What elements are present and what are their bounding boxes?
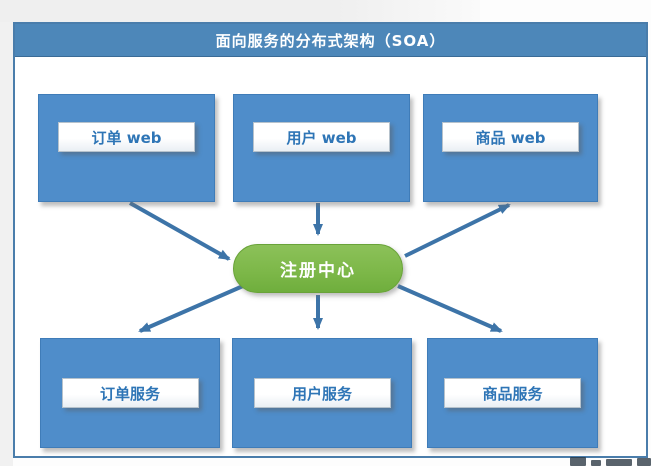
node-order-web-label: 订单 web (58, 122, 195, 152)
diagram-title: 面向服务的分布式架构（SOA） (215, 31, 446, 50)
node-product-web-text: 商品 web (475, 128, 546, 147)
soa-diagram-frame: 面向服务的分布式架构（SOA） 订单 web 用户 web (13, 22, 648, 458)
arrow-registry-to-product-web (404, 203, 511, 258)
arrow-registry-to-order-service (138, 284, 244, 333)
arrow-order-web-to-registry (129, 201, 231, 261)
node-user-service-text: 用户服务 (291, 384, 352, 403)
node-product-service-text: 商品服务 (482, 384, 543, 403)
page-margin-top (0, 0, 480, 22)
node-product-service-label: 商品服务 (444, 378, 581, 408)
node-product-web: 商品 web (423, 94, 598, 202)
page-margin-left (0, 0, 13, 466)
node-order-web-text: 订单 web (91, 128, 162, 147)
node-user-web-label: 用户 web (253, 122, 390, 152)
node-product-web-label: 商品 web (442, 122, 579, 152)
diagram-title-bar: 面向服务的分布式架构（SOA） (15, 24, 646, 57)
watermark (570, 452, 651, 466)
node-product-service: 商品服务 (427, 338, 598, 448)
node-registry-center-text: 注册中心 (280, 261, 356, 281)
node-order-service: 订单服务 (40, 338, 220, 448)
node-user-service-label: 用户服务 (253, 378, 391, 408)
node-registry-center: 注册中心 (233, 244, 403, 293)
diagram-canvas: 订单 web 用户 web 商品 web 注册中心 订单服务 用户服务 (15, 57, 646, 456)
node-user-service: 用户服务 (232, 338, 412, 448)
node-order-service-label: 订单服务 (61, 378, 199, 408)
arrow-registry-to-product-service (397, 284, 503, 333)
node-order-service-text: 订单服务 (99, 384, 160, 403)
node-order-web: 订单 web (38, 94, 215, 202)
node-user-web-text: 用户 web (286, 128, 357, 147)
node-user-web: 用户 web (233, 94, 410, 202)
